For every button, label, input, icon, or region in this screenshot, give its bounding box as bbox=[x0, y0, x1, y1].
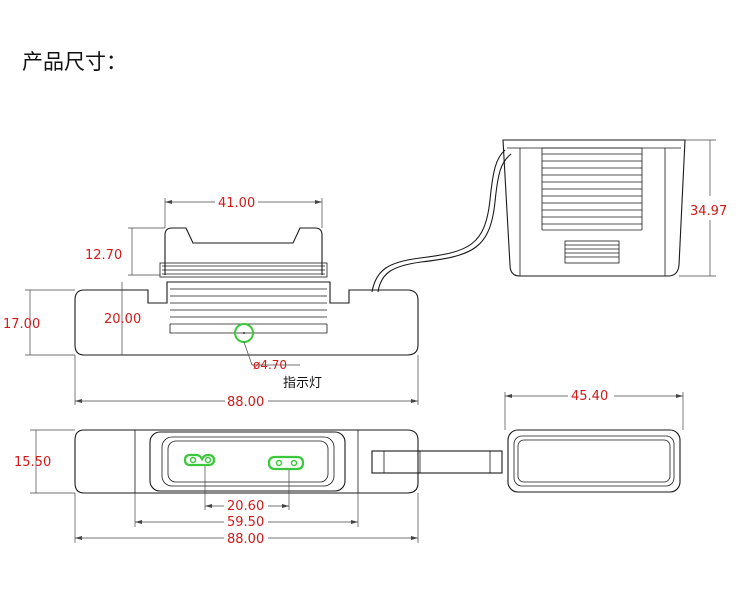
module-bottom bbox=[507, 429, 681, 493]
dim-pin-spacing: 20.60 bbox=[227, 499, 264, 514]
module-outline bbox=[502, 139, 686, 277]
body-outline bbox=[74, 281, 419, 356]
top-cap-band bbox=[159, 262, 328, 278]
bottom-view: 15.50 20.60 59.50 88.00 bbox=[14, 429, 681, 547]
led-diameter-label: ø4.70 bbox=[253, 358, 287, 372]
front-vents bbox=[169, 288, 328, 334]
led-label: 指示灯 bbox=[283, 376, 322, 391]
side-module: 34.97 45.40 bbox=[502, 139, 727, 430]
cable bbox=[371, 149, 506, 293]
connector-frame bbox=[149, 431, 346, 492]
dim-top-width: 41.00 bbox=[218, 196, 255, 211]
dim-body-width-front: 88.00 bbox=[227, 395, 264, 410]
dim-bottom-height: 15.50 bbox=[14, 455, 51, 470]
dim-inner-height: 20.00 bbox=[104, 312, 141, 327]
dim-module-width: 45.40 bbox=[571, 389, 608, 404]
module-vents bbox=[541, 147, 643, 231]
cable-stub bbox=[371, 450, 503, 474]
bottom-outline bbox=[74, 429, 419, 494]
dim-top-height: 12.70 bbox=[85, 248, 122, 263]
dim-body-height: 17.00 bbox=[3, 317, 40, 332]
dim-body-width-bottom: 88.00 bbox=[227, 532, 264, 547]
dim-module-height: 34.97 bbox=[690, 204, 727, 219]
diagram-title: 产品尺寸： bbox=[22, 50, 127, 74]
connector-pins bbox=[183, 453, 305, 471]
front-view: ø4.70 指示灯 41.00 12.70 17.00 20.00 88.00 bbox=[3, 196, 419, 410]
module-slot bbox=[564, 240, 620, 264]
dim-inner-width: 59.50 bbox=[227, 515, 264, 530]
top-cap-outline bbox=[164, 227, 323, 275]
